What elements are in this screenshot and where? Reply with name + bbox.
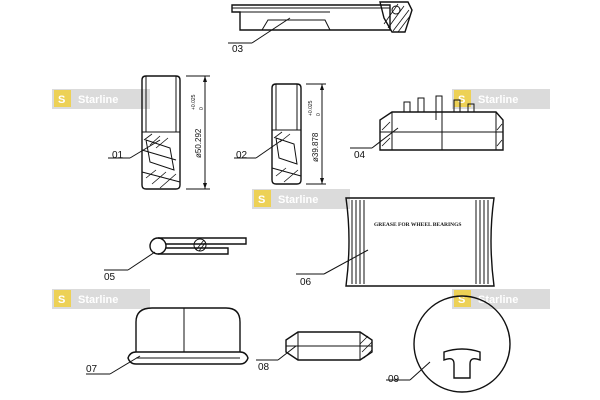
callout-leader [129, 139, 161, 159]
part-01-bearing: ø50.292 +0.025 0 01 [108, 75, 210, 190]
part-label: 07 [86, 364, 98, 375]
cap-prong [403, 101, 411, 112]
callout-leader [109, 355, 141, 375]
watermark-badge [454, 90, 471, 107]
bearing-roller [275, 137, 298, 165]
part-07-dust-cap: 07 [86, 307, 249, 375]
part-label: 02 [236, 150, 248, 161]
cap-prong [435, 95, 443, 150]
callout-leader [127, 251, 156, 271]
part-label: 03 [232, 44, 244, 55]
tolerance-lower: 0 [199, 107, 205, 110]
watermark-text: Starline [78, 294, 118, 306]
tolerance-lower: 0 [316, 113, 322, 116]
part-label: 09 [388, 374, 400, 385]
dust-cap-rim [127, 351, 249, 365]
tolerance-upper: +0.025 [191, 94, 197, 110]
watermark-text: Starline [478, 294, 518, 306]
part-06-grease-packet: GREASE FOR WHEEL BEARINGS 06 [296, 197, 495, 288]
watermark-badge [254, 190, 271, 207]
cap-prong [453, 99, 461, 112]
watermark-badge [54, 90, 71, 107]
callout-leader [251, 17, 291, 44]
watermark-badge [54, 290, 71, 307]
part-label: 05 [104, 272, 116, 283]
watermark-letter: S [458, 294, 465, 306]
watermark-band [252, 189, 350, 209]
watermark-text: Starline [478, 94, 518, 106]
callout-leader [409, 361, 431, 381]
grease-packet-label: GREASE FOR WHEEL BEARINGS [374, 222, 461, 228]
part-08-nut: 08 [256, 331, 373, 373]
dimension-value: ø39.878 [311, 132, 320, 162]
seal-inner-lip [261, 19, 331, 31]
part-09-keyed-washer: 09 [386, 295, 511, 393]
watermark-text: Starline [78, 94, 118, 106]
seal-spring [391, 5, 401, 15]
callout-leader [277, 345, 297, 361]
bearing-roller [145, 139, 175, 171]
washer-key-slot [443, 348, 481, 379]
watermark-letter: S [58, 94, 65, 106]
cap-prong [467, 103, 475, 112]
tolerance-upper: +0.025 [308, 100, 314, 116]
watermark-text: Starline [278, 194, 318, 206]
washer-outline [413, 295, 511, 393]
callout-leader [255, 139, 283, 159]
cotter-pin-eye [149, 237, 167, 255]
part-label: 01 [112, 150, 124, 161]
part-02-bearing: ø39.878 +0.025 0 02 [234, 83, 326, 185]
seal-section [379, 1, 413, 33]
part-label: 08 [258, 362, 270, 373]
watermark-letter: S [258, 194, 265, 206]
nut-outline [285, 331, 373, 361]
watermark-band [52, 89, 150, 109]
watermark-top-left: S Starline [52, 89, 150, 109]
watermark-letter: S [458, 94, 465, 106]
watermark-bottom-left: S Starline [52, 289, 150, 309]
watermark-center: S Starline [252, 189, 350, 209]
part-label: 06 [300, 277, 312, 288]
watermark-band [452, 89, 550, 109]
watermark-badge [454, 290, 471, 307]
watermark-band [452, 289, 550, 309]
cap-prong [417, 97, 425, 112]
callout-leader [371, 127, 399, 149]
watermark-top-right: S Starline [452, 89, 550, 109]
callout-leader [323, 249, 369, 275]
grease-packet-outline [345, 197, 495, 287]
part-label: 04 [354, 150, 366, 161]
bearing-outline [141, 75, 181, 190]
watermark-letter: S [58, 294, 65, 306]
bearing-outline [271, 83, 302, 185]
part-04-retainer-cap: 04 [350, 95, 504, 161]
cotter-pin-lower-leg [158, 247, 229, 255]
dust-cap-shell [135, 307, 241, 352]
part-05-cotter-pin: 05 [104, 237, 247, 283]
watermark-band [52, 289, 150, 309]
watermark-bottom-right: S Starline [452, 289, 550, 309]
seal-outline [231, 4, 391, 31]
part-03-seal: 03 [228, 1, 413, 55]
cotter-pin-section [193, 238, 207, 252]
dimension-value: ø50.292 [194, 128, 203, 158]
